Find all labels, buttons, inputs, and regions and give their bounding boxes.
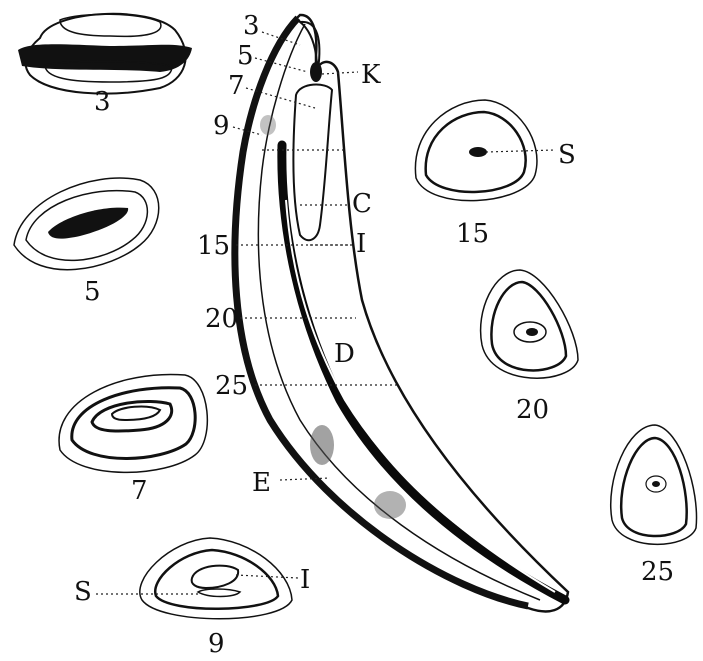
tooth-label-5: 5 <box>237 41 254 71</box>
section-9-inner <box>192 566 239 588</box>
section-9-middle <box>155 550 278 609</box>
tooth-label-15: 15 <box>197 231 230 261</box>
section-15-label-s: S <box>558 140 576 170</box>
cross-section-20: 20 <box>481 270 578 425</box>
tooth-label-d: D <box>334 339 355 369</box>
section-3-dark-band <box>18 44 192 72</box>
tooth-label-3: 3 <box>243 11 260 41</box>
tooth-label-25: 25 <box>215 371 248 401</box>
section-15-label: 15 <box>456 219 489 249</box>
tooth-outer-edge <box>235 18 528 606</box>
cross-section-9: S I 9 <box>74 538 310 659</box>
cross-section-25: 25 <box>611 425 697 587</box>
tooth-label-7: 7 <box>228 71 245 101</box>
tooth-label-20: 20 <box>205 304 238 334</box>
section-5-label: 5 <box>84 277 101 307</box>
cross-section-15: S 15 <box>415 100 575 249</box>
speckle-patch <box>310 425 334 465</box>
section-7-inner <box>92 401 172 431</box>
section-20-label: 20 <box>516 395 549 425</box>
tooth-label-e: E <box>252 468 271 498</box>
pulp-canal <box>282 145 565 600</box>
section-25-label: 25 <box>641 557 674 587</box>
section-7-middle <box>72 388 195 459</box>
cross-section-3: 3 <box>18 14 192 117</box>
section-20-middle <box>491 282 566 370</box>
section-15-leader-s <box>486 150 555 152</box>
section-9-label: 9 <box>208 629 225 659</box>
tooth-longitudinal-section: 3 5 7 9 15 20 25 K C I D E <box>197 11 568 611</box>
speckle-patch <box>260 115 276 135</box>
section-5-core <box>48 208 128 239</box>
leader-e <box>280 478 330 480</box>
section-15-core <box>469 147 487 157</box>
tooth-label-k: K <box>361 60 381 90</box>
leader-k <box>322 72 358 74</box>
section-7-core <box>112 407 160 420</box>
section-25-core <box>652 481 660 487</box>
tooth-outline <box>233 15 568 611</box>
tooth-label-9: 9 <box>213 111 230 141</box>
speckle-patch <box>374 491 406 519</box>
section-3-label: 3 <box>94 87 111 117</box>
section-25-middle <box>621 438 686 536</box>
tooth-label-c: C <box>352 189 372 219</box>
pulp-canal-inner <box>286 200 555 592</box>
inner-loop <box>293 85 332 241</box>
section-9-label-i: I <box>300 565 310 595</box>
tooth-label-i: I <box>356 229 366 259</box>
notch-dark-spot <box>310 62 322 82</box>
cross-section-7: 7 <box>59 374 207 506</box>
section-7-label: 7 <box>131 476 148 506</box>
section-9-label-s: S <box>74 577 92 607</box>
section-9-core <box>198 589 240 597</box>
cross-section-5: 5 <box>14 178 159 307</box>
section-20-core <box>526 328 538 336</box>
